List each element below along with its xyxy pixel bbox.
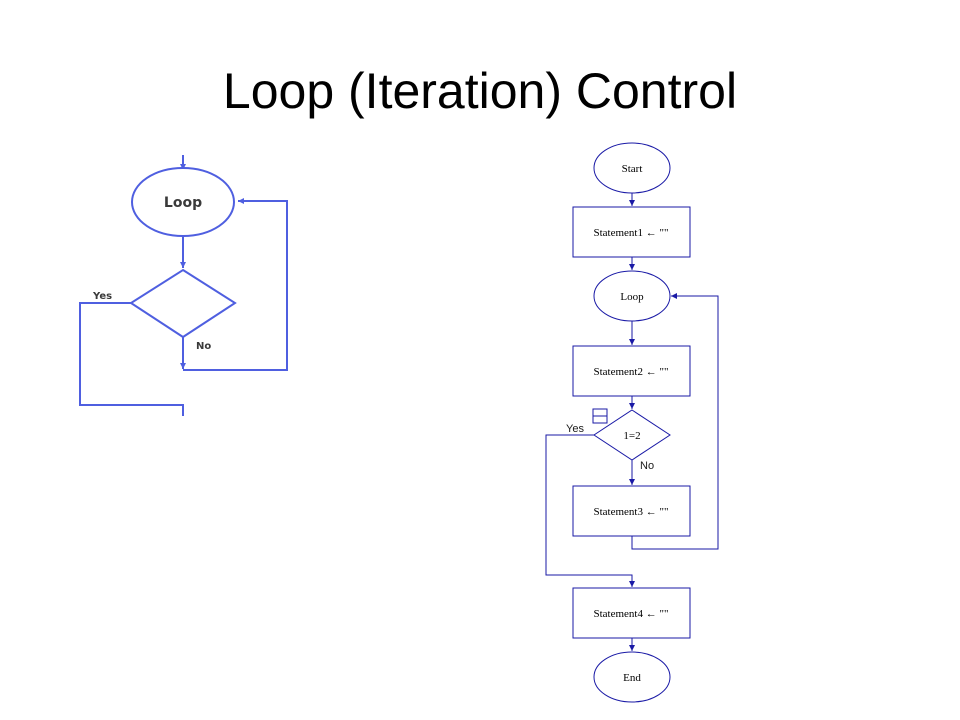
statement2-label: Statement2 ← "" <box>594 366 669 378</box>
end-ellipse <box>593 651 671 703</box>
statement3-label: Statement3 ← "" <box>594 506 669 518</box>
statement1-label: Statement1 ← "" <box>594 227 669 239</box>
right-flowchart <box>545 142 719 703</box>
statement1-box <box>572 206 691 258</box>
start-label: Start <box>622 163 643 175</box>
left-loop-label: Loop <box>164 195 202 211</box>
left-yes-label: Yes <box>92 291 112 302</box>
left-return-line <box>183 198 288 371</box>
yes-exit-line <box>545 434 635 587</box>
right-no-label: No <box>640 460 654 472</box>
condition-label: 1=2 <box>623 430 640 442</box>
end-label: End <box>623 672 641 684</box>
left-decision-diamond <box>129 268 237 339</box>
left-yes-line <box>79 302 184 416</box>
loop-back-line <box>631 293 719 550</box>
left-no-label: No <box>196 341 211 352</box>
right-yes-label: Yes <box>566 423 584 435</box>
right-loop-label: Loop <box>620 291 644 303</box>
minus-box-icon[interactable] <box>592 408 608 424</box>
slide-title: Loop (Iteration) Control <box>222 63 738 119</box>
statement4-label: Statement4 ← "" <box>594 608 669 620</box>
statement3-box <box>572 485 691 537</box>
left-flowchart <box>79 155 288 416</box>
